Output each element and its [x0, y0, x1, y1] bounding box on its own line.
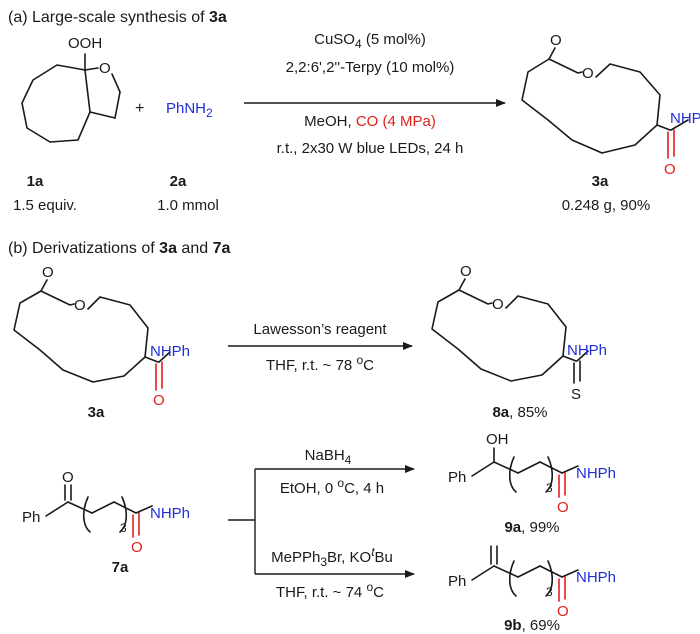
- svg-text:O: O: [582, 65, 594, 82]
- ooh-group: OOH: [68, 35, 102, 52]
- molecule-1a: OOH O: [21, 35, 121, 143]
- svg-text:O: O: [460, 263, 472, 280]
- conditions-wittig: THF, r.t. ~ 74 oC: [276, 580, 384, 601]
- svg-text:Ph: Ph: [22, 509, 40, 526]
- amount-1a: 1.5 equiv.: [13, 197, 77, 214]
- svg-text:O: O: [62, 469, 74, 486]
- svg-text:O: O: [153, 392, 165, 409]
- part-b-header: (b) Derivatizations of 3a and 7a: [8, 240, 230, 257]
- svg-text:3: 3: [546, 481, 553, 495]
- svg-text:NHPh: NHPh: [670, 110, 700, 127]
- condition-light: r.t., 2x30 W blue LEDs, 24 h: [277, 140, 464, 157]
- svg-text:O: O: [557, 499, 569, 516]
- yield-3a: 0.248 g, 90%: [562, 197, 650, 214]
- label-2a: 2a: [170, 173, 187, 190]
- label-9b: 9b, 69%: [504, 617, 560, 634]
- reagent-nabh4: NaBH4: [305, 447, 352, 467]
- svg-text:NHPh: NHPh: [576, 569, 616, 586]
- amount-2a: 1.0 mmol: [157, 197, 219, 214]
- svg-text:3: 3: [546, 585, 553, 599]
- molecule-3a: O O O NHPh: [521, 32, 700, 178]
- svg-text:NHPh: NHPh: [150, 505, 190, 522]
- svg-text:O: O: [550, 32, 562, 49]
- svg-text:3: 3: [120, 521, 127, 535]
- branch-arrows: [228, 465, 415, 578]
- aniline-2a: PhNH2: [166, 100, 213, 120]
- label-1a: 1a: [27, 173, 44, 190]
- plus-sign: +: [135, 100, 144, 117]
- label-3a-b: 3a: [88, 404, 105, 421]
- molecule-8a: O O S NHPh: [431, 263, 607, 403]
- conditions-lawesson: THF, r.t. ~ 78 oC: [266, 353, 374, 374]
- svg-text:Ph: Ph: [448, 573, 466, 590]
- svg-text:O: O: [131, 539, 143, 556]
- svg-text:O: O: [557, 603, 569, 620]
- ring-oxygen: O: [99, 60, 111, 77]
- svg-text:OH: OH: [486, 431, 509, 448]
- svg-text:NHPh: NHPh: [576, 465, 616, 482]
- svg-text:NHPh: NHPh: [567, 342, 607, 359]
- label-7a: 7a: [112, 559, 129, 576]
- label-8a: 8a, 85%: [492, 404, 547, 421]
- svg-text:Ph: Ph: [448, 469, 466, 486]
- reagent-lawesson: Lawesson’s reagent: [253, 321, 387, 338]
- svg-text:O: O: [42, 264, 54, 281]
- reagent-wittig: MePPh3Br, KOtBu: [271, 545, 393, 569]
- conditions-nabh4: EtOH, 0 oC, 4 h: [280, 476, 384, 497]
- molecule-9a: Ph OH 3 O NHPh: [448, 431, 616, 516]
- part-a-header: (a) Large-scale synthesis of 3a: [8, 9, 227, 26]
- label-9a: 9a, 99%: [504, 519, 559, 536]
- svg-text:O: O: [74, 297, 86, 314]
- molecule-7a: Ph O 3 O NHPh: [22, 469, 190, 556]
- svg-text:S: S: [571, 386, 581, 403]
- condition-solvent-co: MeOH, CO (4 MPa): [304, 113, 436, 130]
- condition-catalyst: CuSO4 (5 mol%): [314, 31, 426, 51]
- condition-ligand: 2,2:6',2''-Terpy (10 mol%): [286, 59, 455, 76]
- molecule-3a-start: O O O NHPh: [13, 264, 190, 409]
- svg-text:O: O: [664, 161, 676, 178]
- svg-text:O: O: [492, 296, 504, 313]
- label-3a: 3a: [592, 173, 609, 190]
- svg-text:NHPh: NHPh: [150, 343, 190, 360]
- molecule-9b: Ph 3 O NHPh: [448, 545, 616, 620]
